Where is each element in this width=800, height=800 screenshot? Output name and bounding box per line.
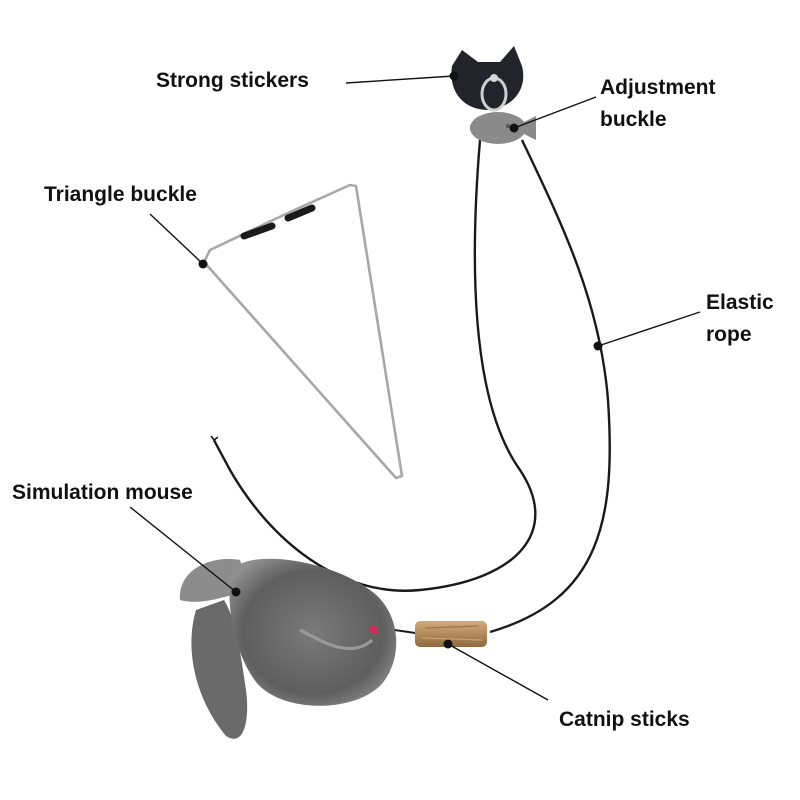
strong-sticker bbox=[451, 46, 524, 112]
leader-triangle bbox=[149, 213, 204, 265]
leader-elastic bbox=[597, 311, 701, 347]
dot-elastic bbox=[593, 341, 603, 351]
leader-adjust bbox=[513, 96, 597, 129]
label-triangle-buckle: Triangle buckle bbox=[44, 183, 197, 207]
leader-lines bbox=[129, 71, 701, 701]
dot-catnip bbox=[443, 639, 453, 649]
leader-catnip bbox=[447, 643, 549, 701]
label-strong-stickers-text: Strong stickers bbox=[156, 69, 309, 92]
label-catnip-sticks-text: Catnip sticks bbox=[559, 708, 690, 731]
simulation-mouse bbox=[179, 558, 397, 739]
label-elastic-rope-line2: rope bbox=[706, 323, 752, 347]
rope-end bbox=[210, 435, 219, 441]
label-catnip-sticks: Catnip sticks bbox=[559, 708, 690, 732]
label-adjustment-buckle-line2: buckle bbox=[600, 108, 667, 132]
label-simulation-mouse-text: Simulation mouse bbox=[12, 481, 193, 504]
label-elastic-rope-line1: Elastic bbox=[706, 291, 774, 314]
elastic-rope bbox=[212, 139, 537, 592]
catnip-stick bbox=[415, 621, 487, 647]
dot-adjust bbox=[509, 123, 519, 133]
elastic-rope-right bbox=[489, 139, 611, 634]
label-adjustment-buckle: Adjustment buckle bbox=[600, 76, 716, 132]
label-triangle-buckle-text: Triangle buckle bbox=[44, 183, 197, 206]
label-strong-stickers: Strong stickers bbox=[156, 69, 309, 93]
dot-triangle bbox=[198, 259, 208, 269]
label-elastic-rope: Elastic rope bbox=[706, 291, 774, 347]
label-simulation-mouse: Simulation mouse bbox=[12, 481, 193, 505]
dot-strong bbox=[449, 71, 459, 81]
leader-strong bbox=[345, 75, 455, 84]
label-adjustment-buckle-line1: Adjustment bbox=[600, 76, 716, 99]
adjustment-buckle bbox=[470, 112, 536, 144]
leader-mouse bbox=[129, 506, 237, 593]
dot-mouse bbox=[231, 587, 241, 597]
triangle-buckle bbox=[202, 183, 404, 480]
